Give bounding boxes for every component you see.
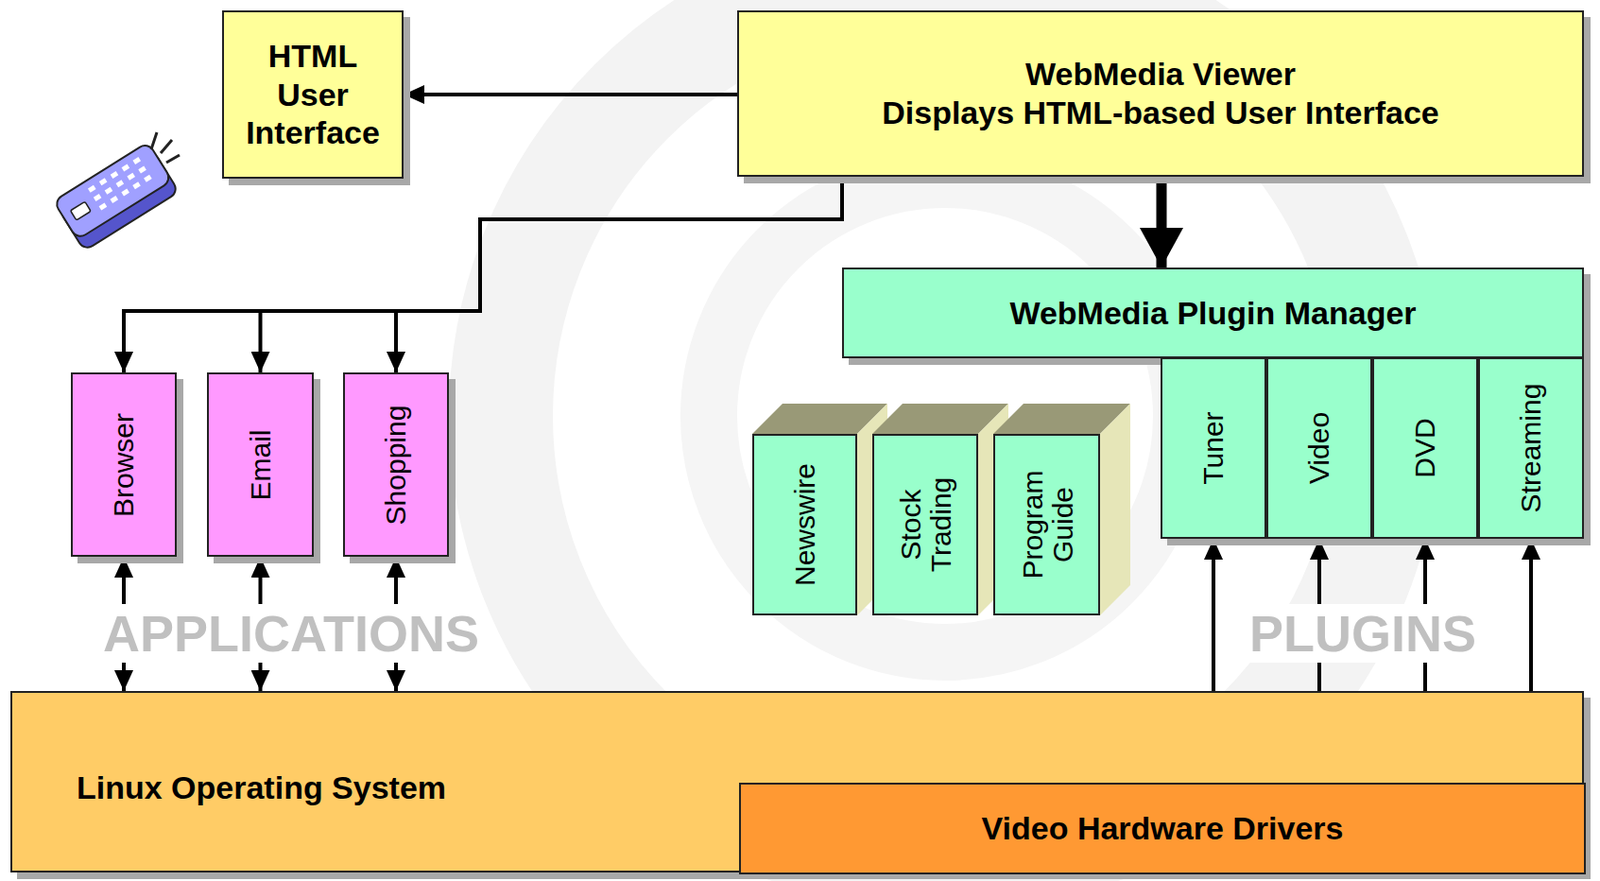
os-band: Linux Operating SystemVideo Hardware Dri… bbox=[10, 690, 1584, 873]
connector-arrow bbox=[1156, 176, 1168, 268]
plugin-cube: Newswire bbox=[752, 433, 858, 616]
remote-key bbox=[99, 202, 108, 210]
box-title: WebMedia Viewer bbox=[1025, 54, 1296, 94]
vertical-label: Streaming bbox=[1515, 366, 1547, 530]
remote-key bbox=[137, 165, 147, 173]
remote-key bbox=[116, 179, 125, 188]
vertical-label: Video bbox=[1304, 366, 1335, 530]
remote-key bbox=[126, 172, 136, 181]
cube-side bbox=[1100, 403, 1131, 616]
plugin-cube: Stock Trading bbox=[872, 433, 979, 616]
section-watermark: APPLICATIONS bbox=[99, 603, 483, 663]
section-watermark: PLUGINS bbox=[1245, 603, 1480, 663]
vertical-label: Stock Trading bbox=[895, 443, 956, 606]
drivers-band: Video Hardware Drivers bbox=[739, 782, 1586, 875]
box-subtitle: Displays HTML-based User Interface bbox=[881, 93, 1440, 133]
remote-key bbox=[99, 177, 108, 186]
viewer-box: WebMedia ViewerDisplays HTML-based User … bbox=[737, 10, 1584, 177]
application-box: Browser bbox=[70, 372, 177, 557]
plugin-box: DVD bbox=[1372, 357, 1479, 539]
plugin-box: Tuner bbox=[1160, 357, 1267, 539]
vertical-label: Browser bbox=[108, 381, 139, 548]
remote-key bbox=[104, 187, 114, 195]
remote-key bbox=[132, 156, 141, 165]
box-faces bbox=[752, 403, 1131, 616]
signal-waves bbox=[151, 132, 180, 163]
vertical-label: Tuner bbox=[1198, 366, 1229, 530]
vertical-label: Email bbox=[245, 381, 276, 548]
vertical-label: Newswire bbox=[790, 443, 821, 606]
remote-key bbox=[87, 185, 97, 193]
remote-key bbox=[143, 174, 153, 183]
connector-arrow bbox=[395, 176, 843, 373]
vertical-label: Shopping bbox=[380, 381, 412, 548]
signal-line bbox=[151, 132, 157, 150]
application-box: Shopping bbox=[343, 372, 449, 557]
watermark-ring bbox=[708, 179, 1182, 653]
remote-buttons bbox=[87, 156, 153, 210]
remote-key bbox=[132, 181, 141, 190]
manager-box: WebMedia Plugin Manager bbox=[842, 267, 1584, 359]
box-title: Video Hardware Drivers bbox=[981, 808, 1344, 848]
signal-line bbox=[160, 139, 173, 154]
box-title: WebMedia Plugin Manager bbox=[1009, 293, 1416, 333]
vertical-label: DVD bbox=[1410, 366, 1441, 530]
remote-key bbox=[110, 171, 120, 179]
connector-arrow bbox=[260, 176, 844, 373]
vertical-label: Program Guide bbox=[1016, 443, 1077, 606]
remote-control-icon bbox=[53, 141, 180, 251]
remote-key bbox=[93, 193, 103, 202]
remote-key bbox=[121, 164, 131, 173]
connector-arrow bbox=[403, 92, 738, 97]
ui-box: HTML User Interface bbox=[222, 10, 404, 179]
application-box: Email bbox=[206, 372, 314, 557]
box-title: HTML User Interface bbox=[241, 36, 384, 153]
signal-line bbox=[166, 154, 180, 163]
remote-top bbox=[53, 141, 173, 240]
plugin-box: Video bbox=[1266, 357, 1373, 539]
plugin-box: Streaming bbox=[1478, 357, 1584, 539]
remote-button bbox=[70, 201, 92, 221]
remote-key bbox=[110, 195, 120, 204]
plugin-cube: Program Guide bbox=[993, 433, 1101, 616]
remote-key bbox=[120, 189, 130, 197]
connector-arrow bbox=[123, 176, 843, 373]
